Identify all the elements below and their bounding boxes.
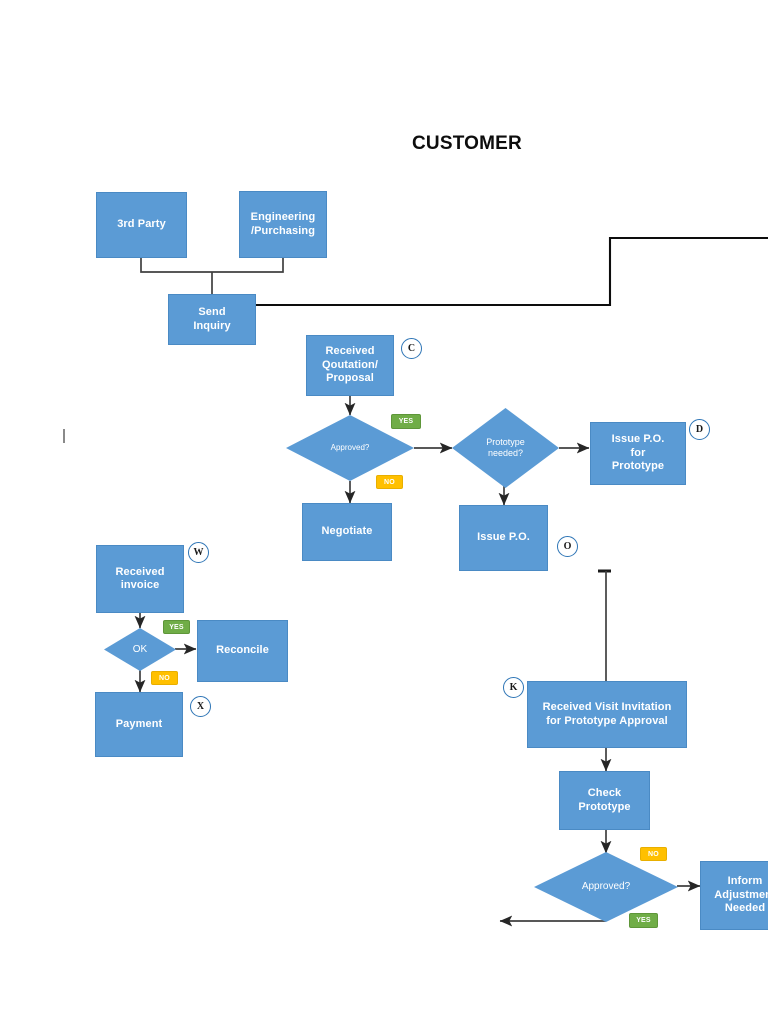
- diamond-shape: [104, 628, 176, 671]
- page-title: CUSTOMER: [412, 133, 522, 154]
- badge-approved-yes: YES: [391, 414, 421, 429]
- decision-prototype-needed[interactable]: Prototype needed?: [452, 408, 559, 488]
- node-check-prototype[interactable]: Check Prototype: [559, 771, 650, 830]
- decision-approved-prototype[interactable]: Approved?: [534, 852, 678, 922]
- node-received-quotation[interactable]: Received Qoutation/ Proposal: [306, 335, 394, 396]
- badge-ok-no: NO: [151, 671, 178, 685]
- wire-topbus: [140, 258, 284, 273]
- marker-k-icon: K: [503, 677, 524, 698]
- node-engineering-purchasing[interactable]: Engineering /Purchasing: [239, 191, 327, 258]
- decision-label: Approved?: [330, 443, 370, 453]
- decision-label: Approved?: [581, 881, 631, 892]
- wire-send-inquiry-offpage: [256, 236, 768, 307]
- text-caret: [63, 429, 65, 443]
- marker-d-icon: D: [689, 419, 710, 440]
- node-issue-po-prototype[interactable]: Issue P.O. for Prototype: [590, 422, 686, 485]
- diamond-shape: [534, 852, 678, 922]
- node-negotiate[interactable]: Negotiate: [302, 503, 392, 561]
- marker-x-icon: X: [190, 696, 211, 717]
- marker-o-icon: O: [557, 536, 578, 557]
- node-reconcile[interactable]: Reconcile: [197, 620, 288, 682]
- node-received-visit-invitation[interactable]: Received Visit Invitation for Prototype …: [527, 681, 687, 748]
- node-payment[interactable]: Payment: [95, 692, 183, 757]
- diamond-shape: [286, 415, 414, 481]
- node-third-party[interactable]: 3rd Party: [96, 192, 187, 258]
- node-issue-po[interactable]: Issue P.O.: [459, 505, 548, 571]
- node-received-invoice[interactable]: Received invoice: [96, 545, 184, 613]
- decision-approved-quotation[interactable]: Approved?: [286, 415, 414, 481]
- node-send-inquiry[interactable]: Send Inquiry: [168, 294, 256, 345]
- badge-prototype-no: NO: [640, 847, 667, 861]
- marker-w-icon: W: [188, 542, 209, 563]
- decision-invoice-ok[interactable]: OK: [104, 628, 176, 671]
- node-inform-adjustment-needed[interactable]: Inform Adjustment Needed: [700, 861, 768, 930]
- diamond-shape: [452, 408, 559, 488]
- badge-ok-yes: YES: [163, 620, 190, 634]
- decision-label: Prototype needed?: [486, 437, 525, 458]
- badge-prototype-yes: YES: [629, 913, 658, 928]
- badge-approved-no: NO: [376, 475, 403, 489]
- marker-c-icon: C: [401, 338, 422, 359]
- decision-label: OK: [132, 643, 148, 655]
